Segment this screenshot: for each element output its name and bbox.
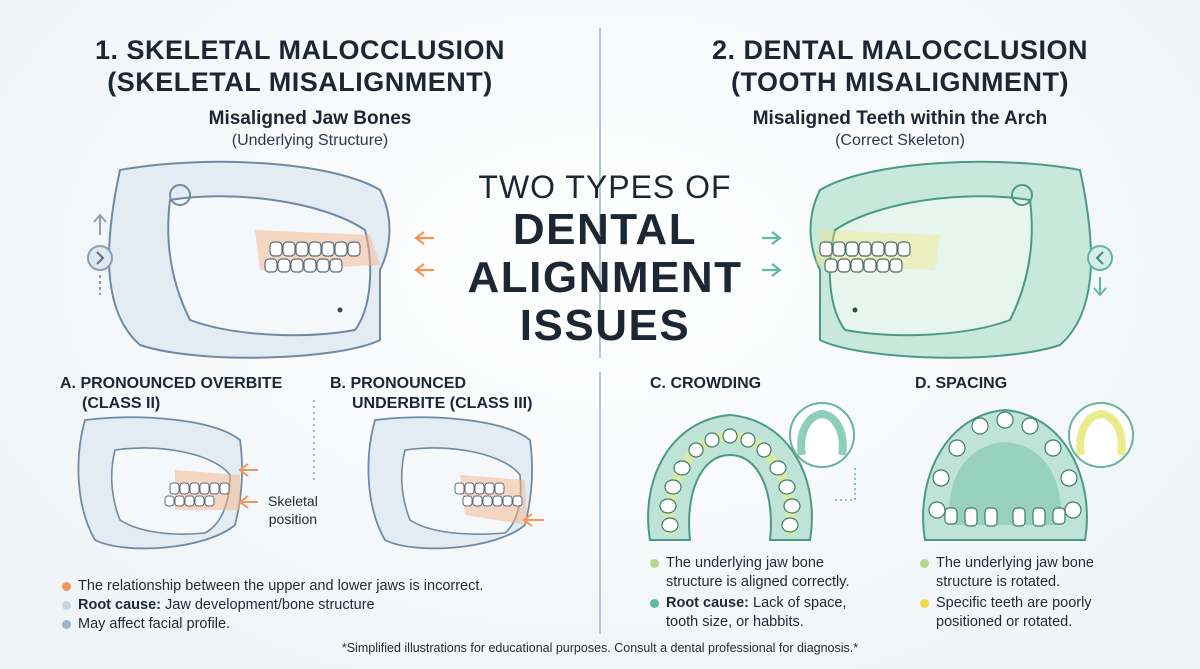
- skeletal-bullet-list: The relationship between the upper and l…: [60, 577, 580, 634]
- overbite-arrows-icon: [238, 463, 258, 509]
- spacing-heading: D. SPACING: [915, 375, 1008, 392]
- dental-title: 2. DENTAL MALOCCLUSION (TOOTH MISALIGNME…: [711, 35, 1088, 97]
- skeletal-subtitle-note: (Underlying Structure): [231, 132, 389, 149]
- dental-jaw-illustration: [809, 160, 1093, 359]
- spacing-arch-illustration: [922, 402, 1134, 541]
- jaw-movement-icon-right: [1087, 245, 1113, 297]
- section-divider-lower: [599, 372, 601, 634]
- list-item: The relationship between the upper and l…: [60, 577, 580, 596]
- skeletal-title: 1. SKELETAL MALOCCLUSION (SKELETAL MISAL…: [94, 35, 505, 97]
- section-divider: [599, 28, 601, 358]
- bullet-dot-green: [650, 559, 659, 568]
- skeletal-position-label: Skeletal position: [268, 493, 318, 527]
- bullet-dot-teal: [650, 599, 659, 608]
- crowding-heading: C. CROWDING: [650, 375, 762, 392]
- bullet-dot-blue: [62, 620, 71, 629]
- underbite-arrow-icon: [522, 513, 544, 527]
- bullet-dot-orange: [62, 582, 71, 591]
- dotted-guide: [313, 400, 315, 480]
- crowding-arch-illustration: [647, 402, 856, 541]
- list-item: May affect facial profile.: [60, 615, 580, 634]
- bullet-dot-yellow: [920, 599, 929, 608]
- teal-arrows-icon: [762, 231, 782, 277]
- center-title: TWO TYPES OF DENTAL ALIGNMENT ISSUES: [467, 169, 743, 350]
- dental-subtitle: Misaligned Teeth within the Arch: [752, 108, 1048, 129]
- overbite-illustration: [77, 416, 243, 550]
- dental-subtitle-note: (Correct Skeleton): [835, 132, 965, 149]
- footnote: *Simplified illustrations for educationa…: [341, 641, 859, 655]
- skeletal-subtitle: Misaligned Jaw Bones: [208, 108, 412, 129]
- underbite-illustration: [367, 416, 533, 550]
- list-item: Root cause: Lack of space,tooth size, or…: [648, 594, 908, 632]
- underbite-heading: B. PRONOUNCED UNDERBITE (CLASS III): [330, 375, 533, 412]
- bullet-dot-light: [62, 601, 71, 610]
- orange-arrows-icon: [414, 231, 434, 277]
- overbite-heading: A. PRONOUNCED OVERBITE (CLASS II): [60, 375, 283, 412]
- skeletal-jaw-illustration: [107, 160, 391, 359]
- list-item: Root cause: Jaw development/bone structu…: [60, 596, 580, 615]
- jaw-movement-icon: [87, 213, 113, 295]
- bullet-dot-green: [920, 559, 929, 568]
